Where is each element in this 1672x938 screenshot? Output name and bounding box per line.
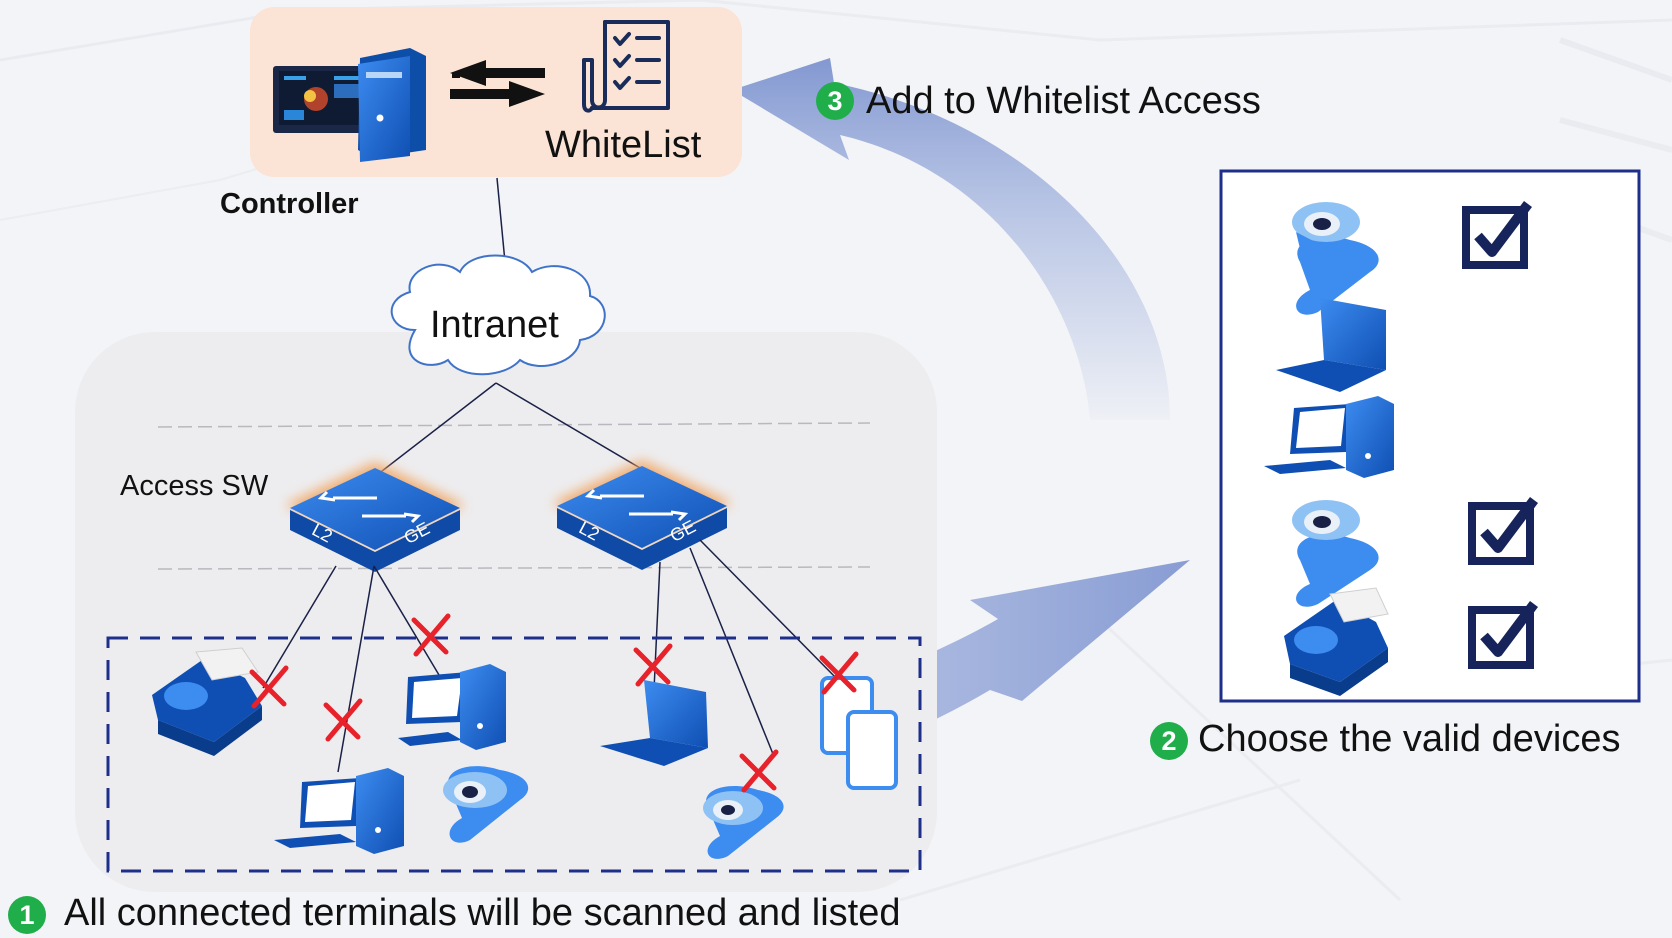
device-list-laptop: [1276, 298, 1386, 392]
zone-divider: [157, 566, 871, 570]
access-zone: [75, 332, 937, 892]
valid-devices-panel: [1219, 169, 1641, 703]
step-3-text: Add to Whitelist Access: [866, 80, 1261, 122]
printer-icon: [152, 647, 262, 756]
blocked-icon: [739, 749, 779, 793]
checkbox-icon: [1462, 201, 1532, 269]
uplink-line: [496, 177, 506, 263]
access-switch-left: [285, 462, 465, 572]
intranet-label: Intranet: [430, 304, 559, 346]
blocked-marks: [249, 613, 859, 793]
sync-arrows-icon: [450, 60, 545, 107]
server-icon: [358, 48, 426, 162]
device-list-desktop: [1264, 396, 1394, 478]
whitelist-icon: [582, 20, 670, 113]
link: [495, 382, 641, 469]
dashboard-icon: [273, 66, 373, 133]
blocked-icon: [323, 698, 363, 742]
checkbox-icon: [1468, 601, 1538, 669]
access-switch-right: [552, 460, 732, 570]
camera-icon: [443, 766, 529, 843]
desktop-icon: [398, 664, 506, 750]
tablet-icon: [820, 676, 898, 790]
blocked-icon: [411, 613, 451, 657]
terminal-list-frame: [106, 636, 922, 873]
device-list-camera-2: [1292, 500, 1379, 607]
step-1-text: All connected terminals will be scanned …: [64, 892, 901, 934]
step-badge: 2: [1150, 722, 1188, 760]
device-list-printer: [1284, 587, 1389, 696]
laptop-icon: [600, 680, 708, 766]
step-badge: 3: [816, 82, 854, 120]
blocked-icon: [633, 643, 673, 687]
zone-divider: [157, 422, 871, 428]
checkbox-icon: [1468, 497, 1538, 565]
controller-label: Controller: [220, 188, 359, 220]
desktop-icon: [274, 768, 404, 854]
whitelist-label: WhiteList: [545, 124, 702, 166]
step-badge: 1: [8, 896, 46, 934]
access-sw-label: Access SW: [120, 470, 269, 502]
blocked-icon: [249, 665, 289, 709]
device-list-camera-1: [1292, 202, 1379, 315]
blocked-icon: [819, 651, 859, 695]
whitelist-arrow: [732, 58, 1170, 420]
intranet-cloud: [390, 254, 606, 376]
step-2-text: Choose the valid devices: [1198, 718, 1621, 760]
camera-icon: [703, 786, 784, 859]
